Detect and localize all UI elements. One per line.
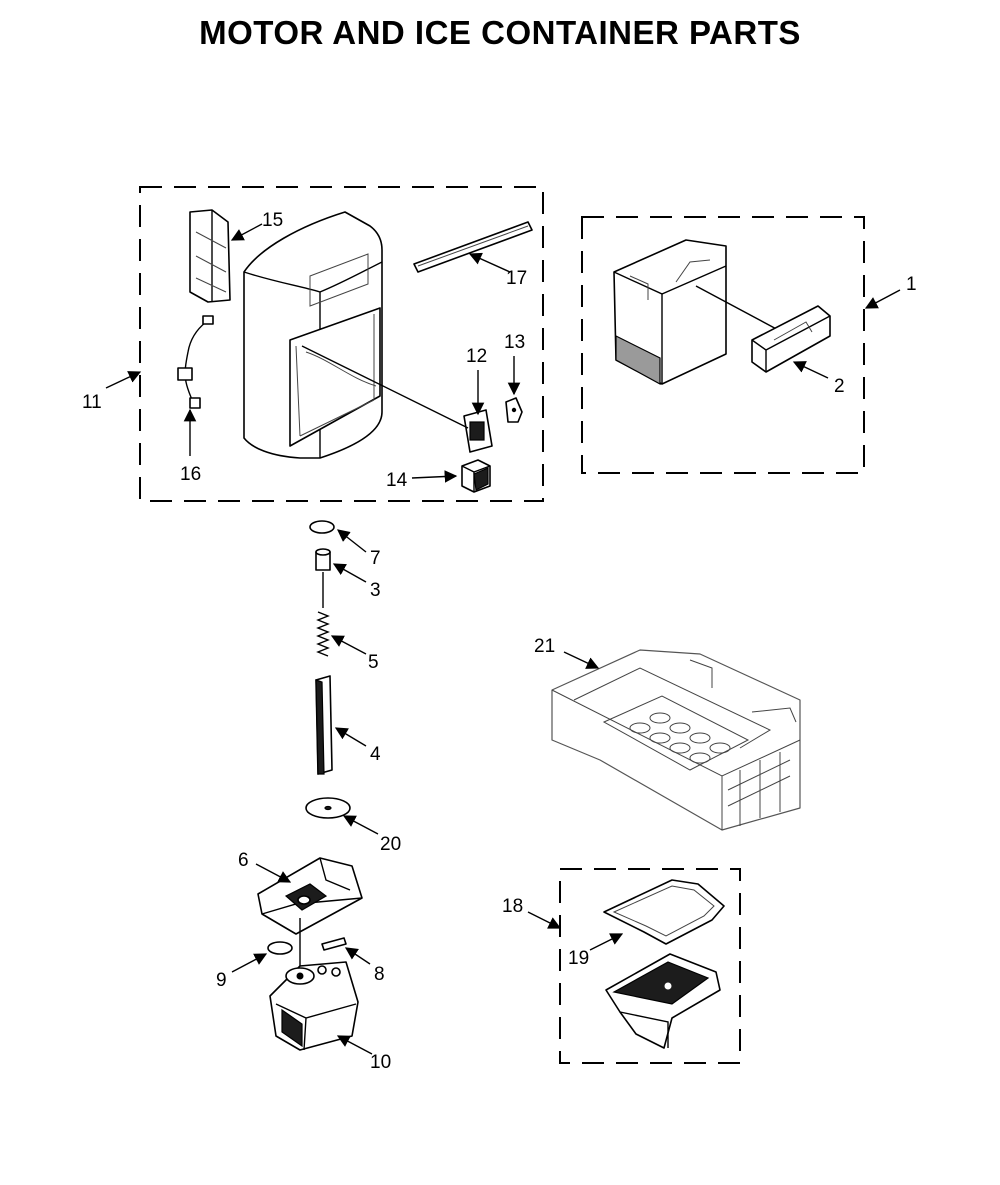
part-21-ice-maker[interactable] (551, 649, 801, 831)
callout-5: 5 (368, 652, 379, 673)
part-18-base-housing[interactable] (605, 953, 721, 1049)
part-10-motor[interactable] (269, 961, 359, 1051)
part-16-wire-harness[interactable] (177, 315, 214, 409)
part-6-motor-mount[interactable] (257, 857, 363, 935)
part-15-bracket[interactable] (189, 209, 231, 303)
callout-17: 17 (506, 268, 527, 289)
callout-1: 1 (906, 274, 917, 295)
callout-14: 14 (386, 470, 408, 491)
callout-19: 19 (568, 948, 589, 969)
callout-7: 7 (370, 548, 381, 569)
callout-8: 8 (374, 964, 385, 985)
assembly-11-boundary (139, 186, 544, 502)
part-3-coupler[interactable] (315, 548, 331, 571)
part-17-gasket-strip[interactable] (413, 221, 533, 273)
part-19-gasket[interactable] (603, 879, 725, 945)
callout-18: 18 (502, 896, 523, 917)
part-14-block[interactable] (461, 459, 491, 493)
part-2-container-insert[interactable] (751, 305, 831, 373)
callout-16: 16 (180, 464, 201, 485)
page-title: MOTOR AND ICE CONTAINER PARTS (199, 14, 801, 51)
assembly-line-2 (695, 285, 783, 333)
callout-20: 20 (380, 834, 401, 855)
callout-15: 15 (262, 210, 283, 231)
part-9-o-ring[interactable] (267, 941, 293, 955)
part-7-washer[interactable] (309, 520, 335, 534)
callout-12: 12 (466, 346, 487, 367)
part-12-switch[interactable] (463, 409, 493, 453)
callout-3: 3 (370, 580, 381, 601)
callout-10: 10 (370, 1052, 391, 1073)
part-11-ice-housing[interactable] (243, 211, 383, 459)
part-8-pin[interactable] (321, 937, 347, 951)
part-1-ice-container[interactable] (613, 239, 727, 386)
callout-2: 2 (834, 376, 845, 397)
assembly-18-boundary (559, 868, 741, 1064)
leader-lines (105, 223, 901, 1055)
part-13-clip[interactable] (505, 397, 523, 423)
assembly-1-boundary (581, 216, 865, 474)
part-5-spring[interactable] (316, 572, 330, 657)
callout-13: 13 (504, 332, 525, 353)
callout-6: 6 (238, 850, 249, 871)
callout-21: 21 (534, 636, 555, 657)
callout-4: 4 (370, 744, 381, 765)
part-4-shaft[interactable] (315, 675, 333, 775)
assembly-line-12 (301, 345, 469, 429)
callout-9: 9 (216, 970, 227, 991)
callout-11: 11 (82, 392, 102, 413)
